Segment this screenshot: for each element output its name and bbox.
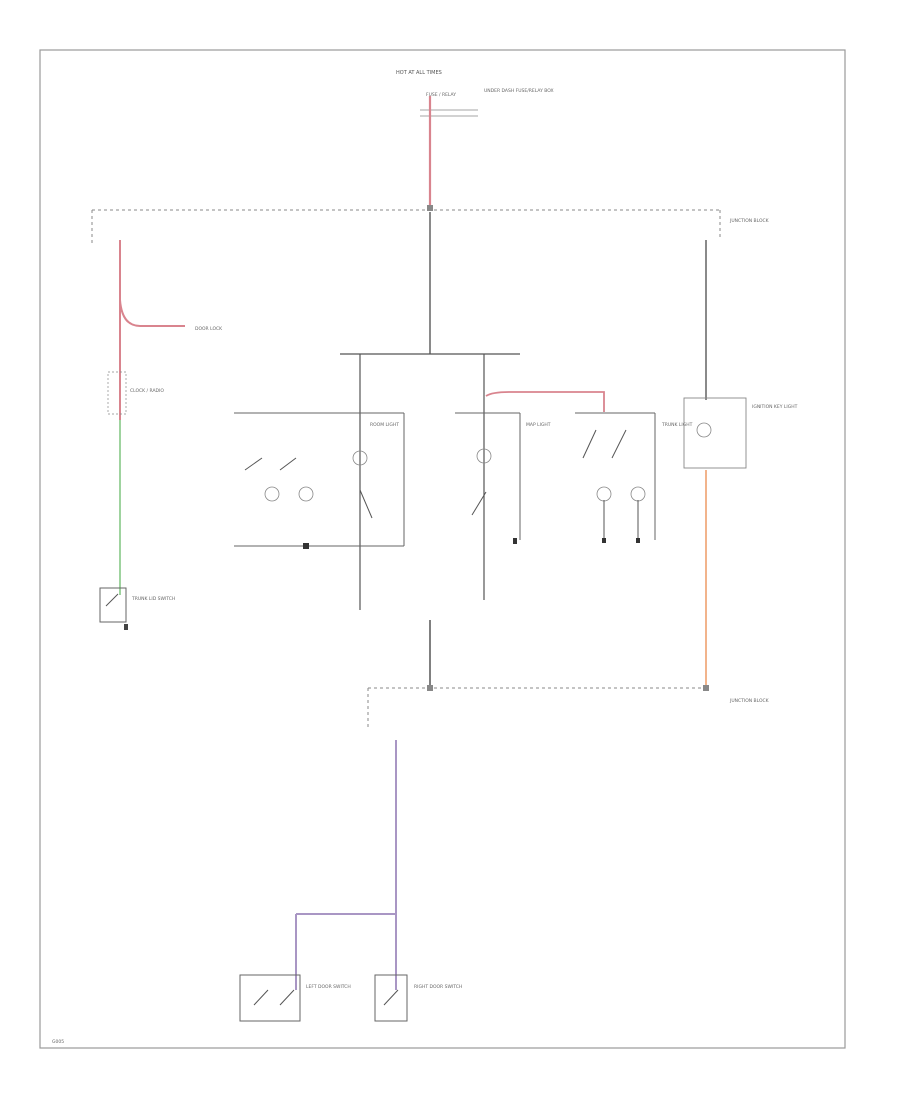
- top-fuse-block: HOT AT ALL TIMES FUSE / RELAY UNDER DASH…: [396, 70, 554, 206]
- door-switch-branch: LEFT DOOR SWITCH RIGHT DOOR SWITCH: [239, 740, 462, 1022]
- room-light-label: ROOM LIGHT: [370, 422, 399, 428]
- map-light-box: MAP LIGHT: [455, 391, 605, 544]
- trunk-light-box: TRUNK LIGHT: [575, 412, 693, 543]
- corner-mark: G005: [52, 1039, 64, 1045]
- junction-top-right-label: JUNCTION BLOCK: [729, 218, 770, 224]
- left-door-switch-label: LEFT DOOR SWITCH: [306, 984, 351, 990]
- left-branch: DOOR LOCK CLOCK / RADIO TRUNK LID SWITCH: [99, 240, 223, 630]
- right-module-label: IGNITION KEY LIGHT: [752, 404, 798, 410]
- top-dashed-bus: JUNCTION BLOCK: [91, 205, 770, 245]
- ignition-key-light: IGNITION KEY LIGHT: [683, 240, 798, 688]
- left-switch-label: TRUNK LID SWITCH: [131, 596, 175, 602]
- diagram-frame: [39, 49, 846, 1049]
- left-device-label: CLOCK / RADIO: [130, 388, 164, 394]
- top-note-label: UNDER DASH FUSE/RELAY BOX: [484, 88, 554, 94]
- left-output-label: DOOR LOCK: [195, 326, 223, 332]
- room-light-box: ROOM LIGHT: [234, 412, 405, 549]
- map-light-label: MAP LIGHT: [526, 422, 551, 428]
- right-door-switch-label: RIGHT DOOR SWITCH: [414, 984, 462, 990]
- center-feed: [340, 212, 520, 610]
- bottom-dashed-bus: JUNCTION BLOCK: [367, 620, 770, 730]
- top-fuse-sub-label: FUSE / RELAY: [426, 92, 456, 98]
- top-fuse-label: HOT AT ALL TIMES: [396, 70, 442, 76]
- junction-bottom-right-label: JUNCTION BLOCK: [729, 698, 770, 704]
- trunk-light-label: TRUNK LIGHT: [661, 422, 693, 428]
